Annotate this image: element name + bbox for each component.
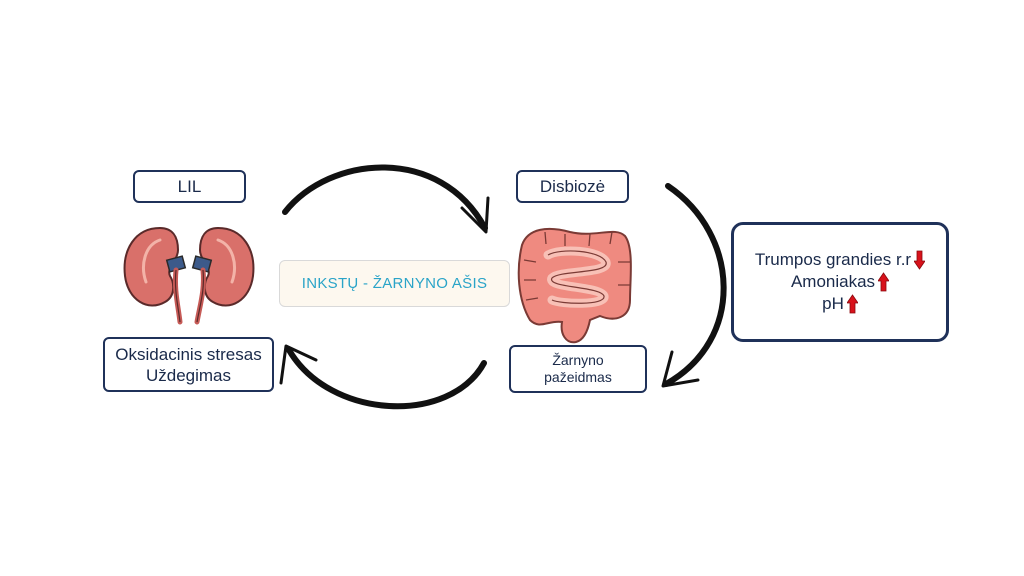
node-dysbiosis-text: Disbiozė (539, 176, 606, 196)
metabolite-label: pH (822, 294, 844, 313)
node-dysbiosis-label: Disbiozė (516, 170, 629, 203)
metabolite-row-ph: pH (822, 293, 858, 315)
cycle-arrow-right (661, 183, 727, 388)
cycle-arrow-top (282, 164, 490, 234)
cycle-arrow-bottom (279, 344, 487, 410)
arrow-up-icon (846, 294, 858, 314)
oxidative-line-1: Oksidacinis stresas (115, 344, 262, 364)
intestine-icon (517, 227, 632, 344)
node-kidney-text: LIL (177, 176, 202, 196)
metabolite-row-ammonia: Amoniakas (790, 271, 890, 293)
metabolite-panel: Trumpos grandies r.r Amoniakas pH (731, 222, 949, 342)
kidneys-icon (123, 226, 255, 325)
gut-damage-line-1: Žarnyno (552, 352, 604, 368)
gut-damage-line-2: pažeidmas (544, 369, 612, 385)
axis-title-box: INKSTŲ - ŽARNYNO AŠIS (279, 260, 510, 307)
arrow-up-icon (878, 272, 890, 292)
node-oxidative-stress: Oksidacinis stresas Uždegimas (103, 337, 274, 392)
node-kidney-label: LIL (133, 170, 246, 203)
metabolite-label: Amoniakas (790, 272, 876, 291)
oxidative-line-2: Uždegimas (145, 365, 232, 385)
arrow-down-icon (914, 250, 926, 270)
axis-title: INKSTŲ - ŽARNYNO AŠIS (301, 275, 488, 292)
metabolite-label: Trumpos grandies r.r (754, 250, 912, 269)
node-gut-damage: Žarnyno pažeidmas (509, 345, 647, 393)
metabolite-row-scfa: Trumpos grandies r.r (754, 249, 926, 271)
